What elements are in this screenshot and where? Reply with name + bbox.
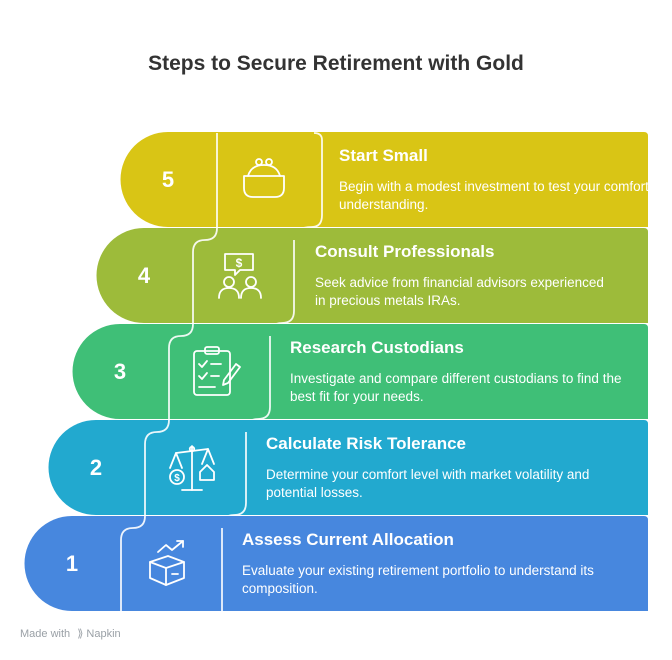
advisors-icon: $ (218, 253, 262, 299)
step-3-divider-left (168, 323, 194, 419)
step-4-band (96, 228, 648, 323)
step-4-divider-left (192, 227, 218, 323)
step-1-description: Evaluate your existing retirement portfo… (242, 563, 594, 596)
step-2-divider-left (144, 419, 170, 515)
watermark-brand: Napkin (86, 628, 121, 640)
step-2-title: Calculate Risk Tolerance (266, 434, 466, 453)
step-1-title: Assess Current Allocation (242, 530, 454, 549)
step-1: 1 (24, 515, 649, 611)
step-1-divider-left (120, 515, 146, 611)
step-3-description: Investigate and compare different custod… (290, 371, 622, 404)
svg-text:$: $ (236, 256, 243, 270)
step-2-band (48, 420, 649, 515)
coin-purse-icon (243, 158, 285, 198)
step-4-title: Consult Professionals (315, 242, 495, 261)
step-5-description: Begin with a modest investment to test y… (339, 179, 672, 212)
box-growth-icon (149, 540, 185, 586)
step-5-title: Start Small (339, 146, 428, 165)
clipboard-checklist-icon (193, 346, 241, 396)
step-4: 4 $ (96, 227, 648, 337)
watermark: Made with ⟫ Napkin (20, 627, 121, 640)
step-1-number: 1 (66, 551, 78, 576)
step-4-number: 4 (138, 263, 151, 288)
watermark-prefix: Made with (20, 628, 71, 640)
step-2-description: Determine your comfort level with market… (266, 467, 590, 500)
step-4-description: Seek advice from financial advisors expe… (315, 275, 604, 308)
page-title: Steps to Secure Retirement with Gold (148, 52, 524, 75)
step-5-number: 5 (162, 167, 174, 192)
step-2-number: 2 (90, 455, 102, 480)
step-3-number: 3 (114, 359, 126, 384)
napkin-logo-icon: ⟫ (77, 628, 84, 640)
step-2: 2 $ (48, 419, 649, 529)
step-1-band (24, 516, 649, 611)
svg-text:$: $ (174, 473, 180, 484)
balance-scale-icon: $ (169, 445, 215, 491)
step-5-band (120, 132, 649, 227)
step-3-title: Research Custodians (290, 338, 464, 357)
